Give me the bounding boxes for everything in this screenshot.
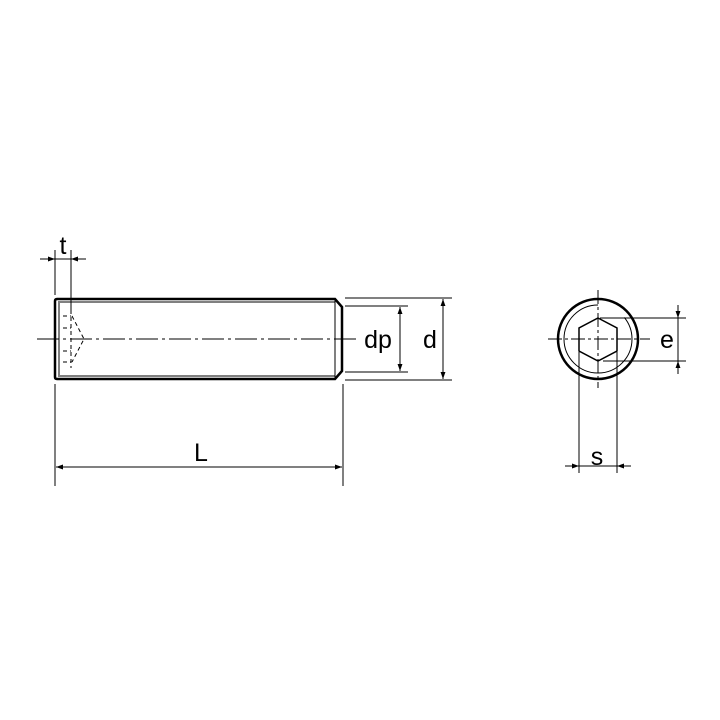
t-label: t [60, 232, 67, 260]
dp-label: dp [364, 326, 392, 354]
d-label: d [423, 326, 437, 354]
e-label: e [660, 326, 674, 354]
s-label: s [591, 443, 604, 471]
hidden-socket-icon [63, 310, 85, 368]
screw-body-outline [53, 297, 344, 381]
end-view [548, 290, 686, 473]
side-view [37, 250, 452, 486]
L-label: L [194, 439, 208, 467]
